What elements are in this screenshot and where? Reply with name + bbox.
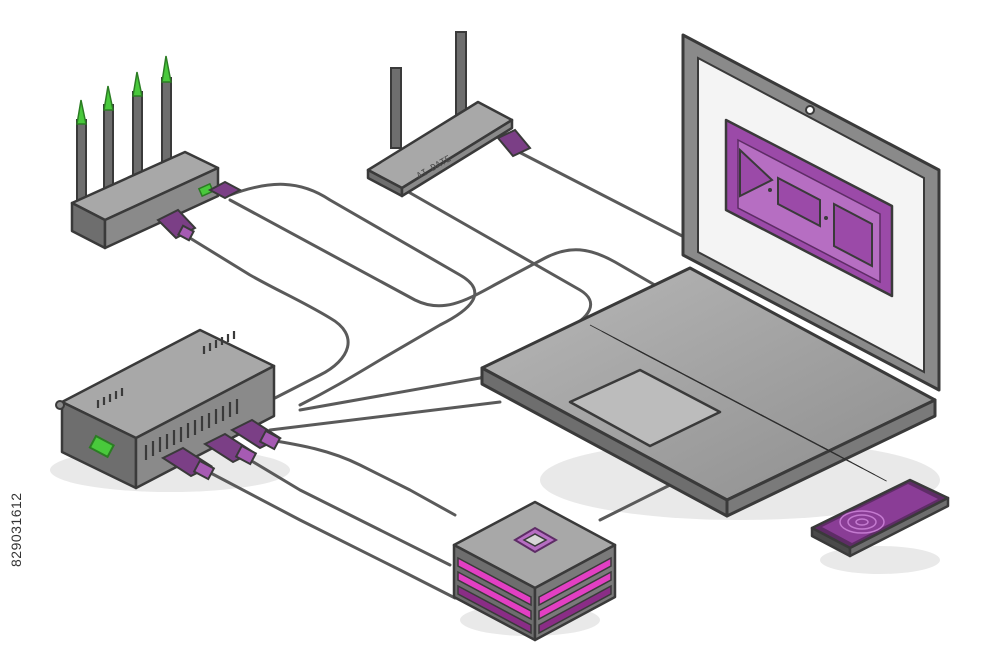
play-icon <box>739 147 774 198</box>
signal-icon <box>839 510 885 534</box>
antenna-icon <box>76 55 172 206</box>
cables <box>183 148 692 600</box>
vent-icon <box>96 331 239 460</box>
cable-hub-to-laptop <box>598 483 672 522</box>
power-led-icon <box>88 434 115 459</box>
webcam-icon <box>805 105 815 115</box>
keyboard <box>589 324 887 482</box>
modem <box>55 328 283 490</box>
cable-router-to-laptop <box>228 198 662 308</box>
hub-stripes <box>457 556 612 635</box>
cable-modem-to-hub-2 <box>248 458 452 567</box>
cable-router-down <box>183 233 350 400</box>
power-led-icon <box>197 182 215 198</box>
trackpad <box>568 368 722 448</box>
cable-modem-to-hub-3 <box>203 468 457 600</box>
keyboard-key <box>868 471 887 482</box>
screen-content <box>724 118 894 298</box>
hub-logo-icon <box>513 526 559 554</box>
cable-ap-to-laptop <box>513 148 692 242</box>
laptop <box>480 33 941 518</box>
access-point: AI DATE <box>366 31 532 198</box>
ethernet-plug-icon <box>160 418 283 481</box>
stock-id: 829031612 <box>8 492 24 568</box>
network-hub <box>452 500 617 642</box>
cable-modem-to-hub-1 <box>268 438 457 517</box>
ethernet-plug-icon <box>496 128 532 158</box>
cable-router-to-modem <box>228 182 477 407</box>
wifi-router <box>70 55 243 250</box>
ethernet-plug-icon <box>156 180 243 242</box>
smartphone <box>810 478 950 558</box>
cable-modem-to-laptop <box>268 400 502 432</box>
